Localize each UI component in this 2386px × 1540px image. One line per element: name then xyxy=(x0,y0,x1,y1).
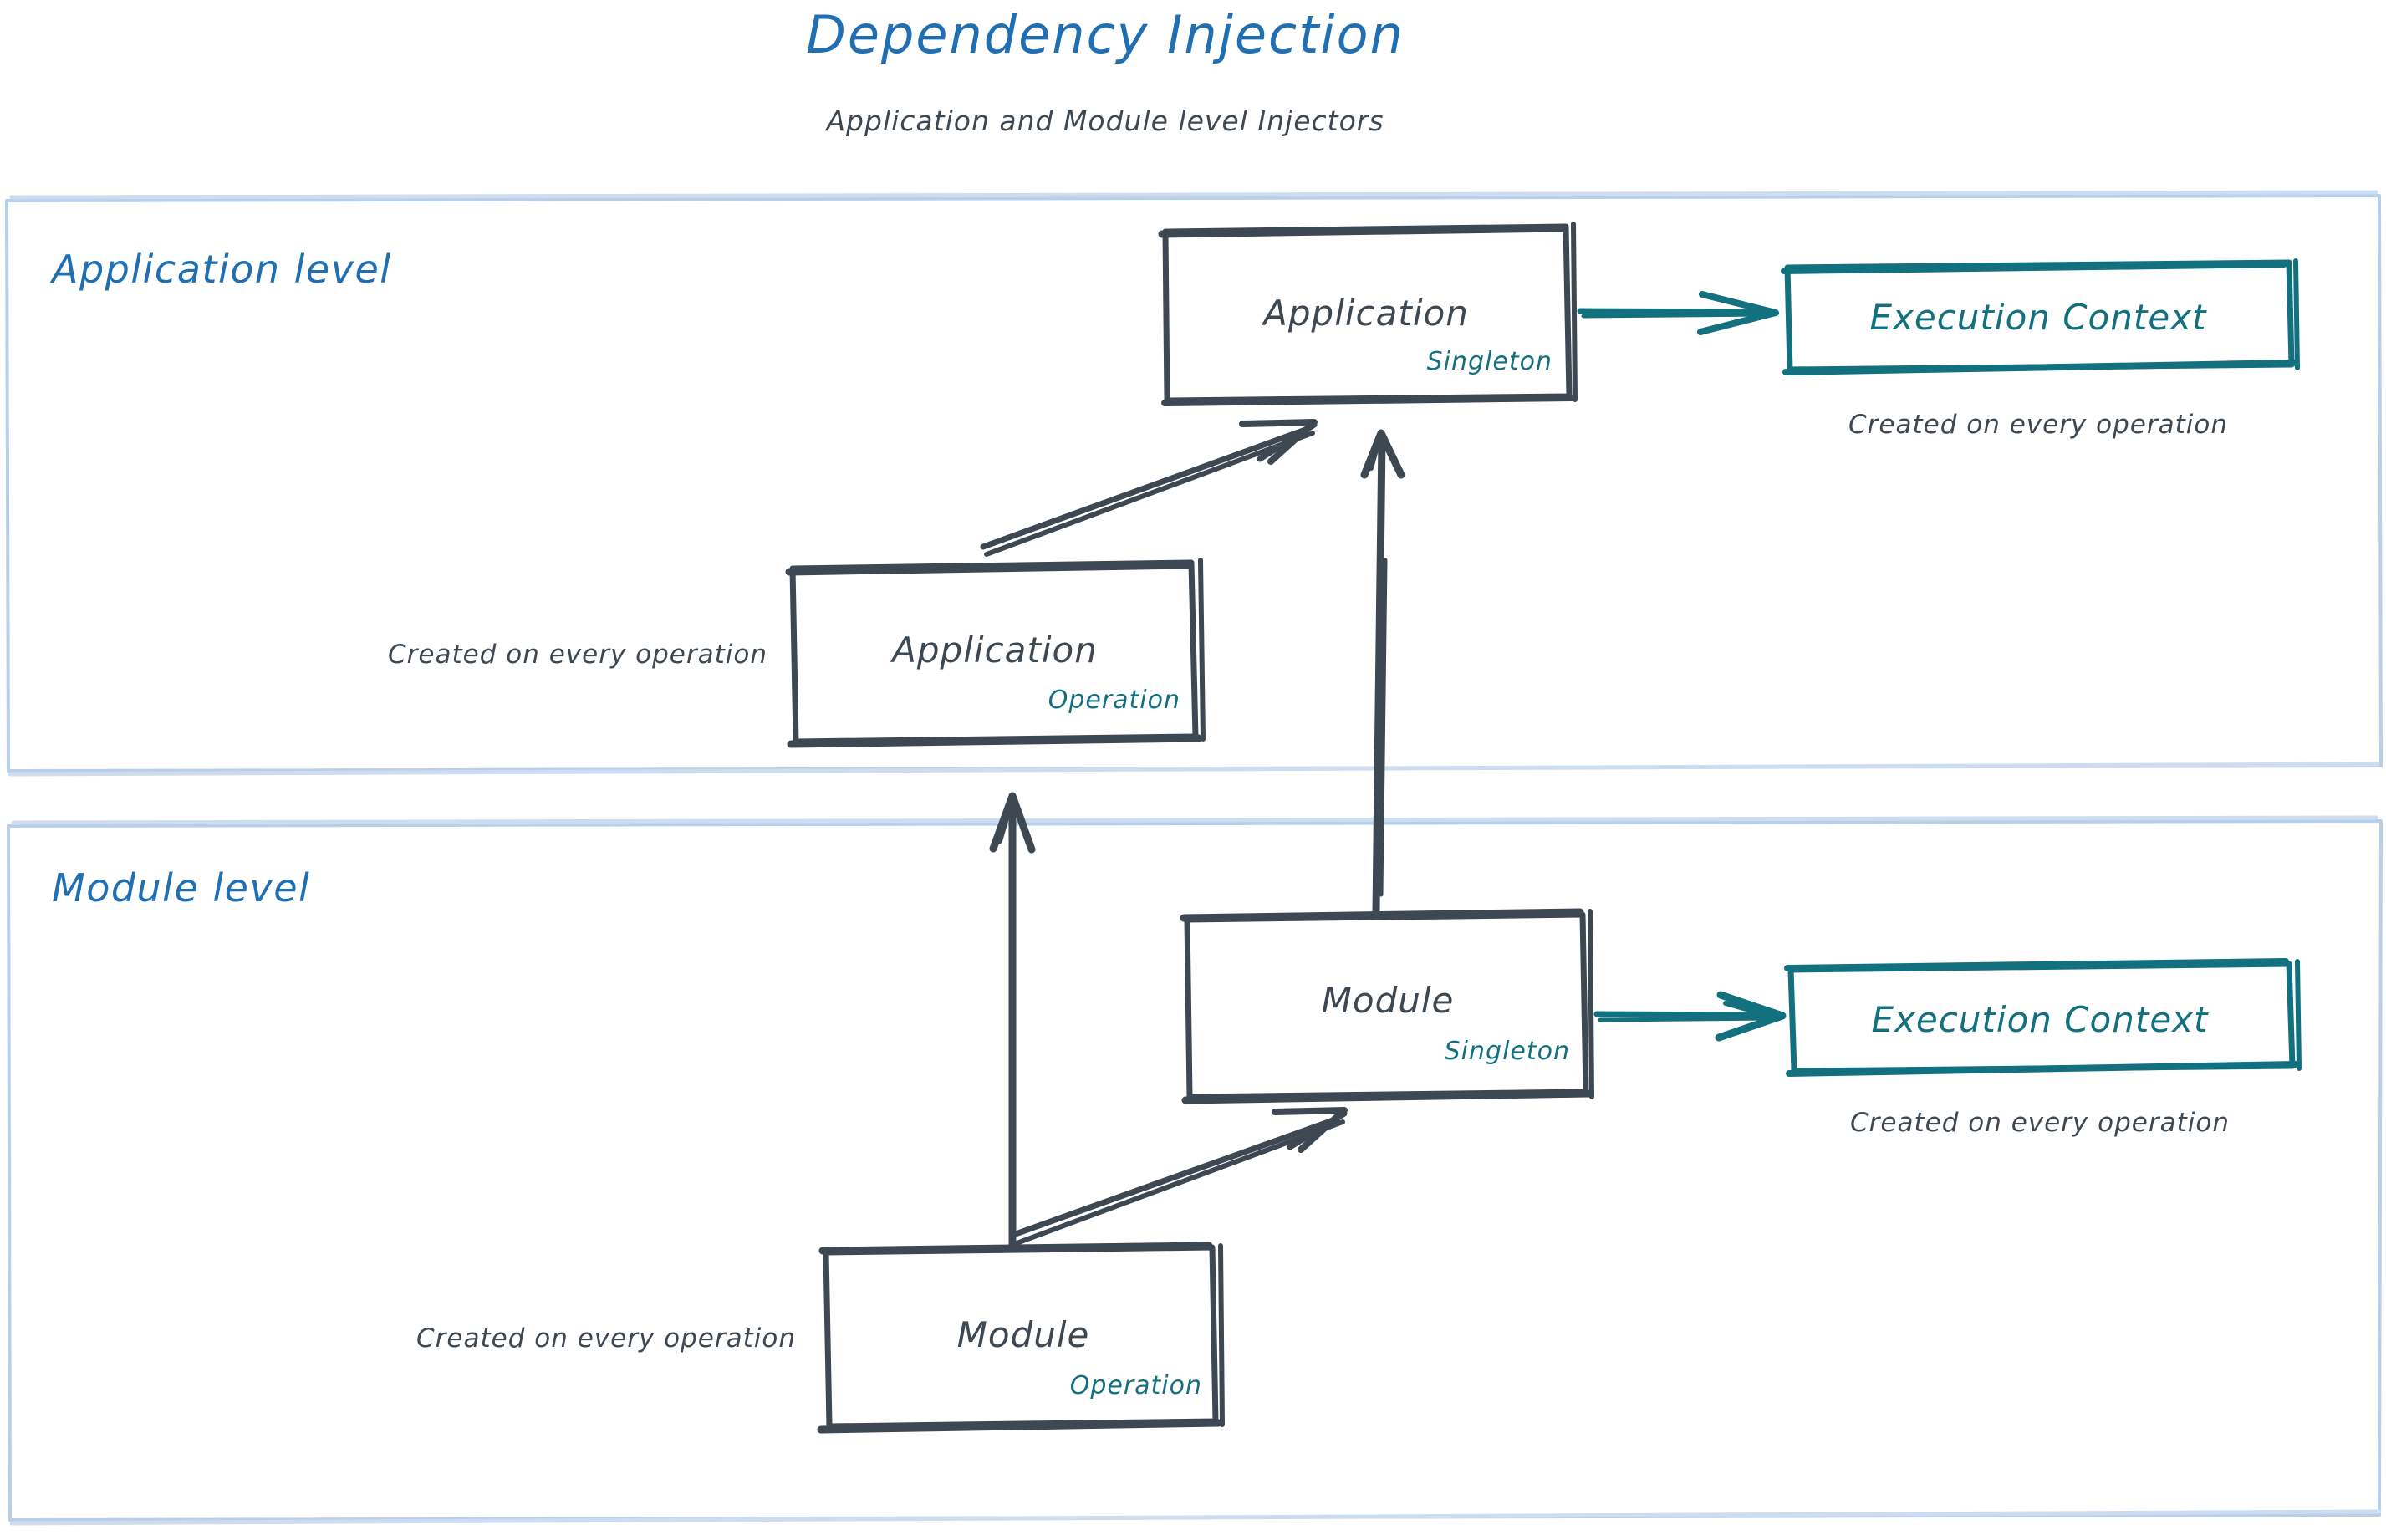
node-application-singleton-scope: Singleton xyxy=(1426,347,1552,376)
edge-app-operation-to-app-singleton xyxy=(980,419,1318,557)
edge-app-singleton-to-exec-ctx xyxy=(1577,291,1779,335)
edge-module-operation-to-module-singleton xyxy=(1010,1107,1348,1246)
edge-module-singleton-to-exec-ctx xyxy=(1593,991,1787,1042)
node-execution-context-application-box[interactable] xyxy=(1781,258,2300,375)
node-module-singleton-box[interactable] xyxy=(1180,908,1594,1104)
node-execution-context-application-title: Execution Context xyxy=(1869,297,2207,338)
node-execution-context-module-title: Execution Context xyxy=(1871,999,2209,1040)
node-application-singleton-box[interactable] xyxy=(1158,222,1578,406)
node-module-operation-scope: Operation xyxy=(1069,1371,1202,1400)
node-module-singleton-scope: Singleton xyxy=(1444,1037,1570,1066)
node-execution-context-module-box[interactable] xyxy=(1784,958,2302,1077)
node-application-operation-scope: Operation xyxy=(1048,686,1180,715)
edge-module-singleton-to-app-singleton xyxy=(1360,429,1405,915)
lane-label-application-level: Application level xyxy=(52,247,392,292)
lane-application-level-border xyxy=(5,190,2383,777)
edge-module-operation-to-app-operation xyxy=(989,792,1036,1248)
node-module-operation-title: Module xyxy=(956,1314,1090,1355)
note-module-operation: Created on every operation xyxy=(416,1323,796,1354)
node-module-singleton-title: Module xyxy=(1321,980,1455,1021)
node-application-operation-box[interactable] xyxy=(785,558,1206,748)
node-application-singleton-title: Application xyxy=(1263,293,1469,334)
note-application-context: Created on every operation xyxy=(1848,410,2228,440)
note-module-context: Created on every operation xyxy=(1850,1108,2230,1138)
note-application-operation: Created on every operation xyxy=(388,640,767,670)
page-title: Dependency Injection xyxy=(806,4,1405,65)
node-module-operation-box[interactable] xyxy=(817,1242,1225,1434)
lane-module-level-border xyxy=(7,815,2383,1526)
node-application-operation-title: Application xyxy=(892,630,1098,671)
lane-label-module-level: Module level xyxy=(52,865,311,910)
page-subtitle: Application and Module level Injectors xyxy=(826,105,1384,137)
